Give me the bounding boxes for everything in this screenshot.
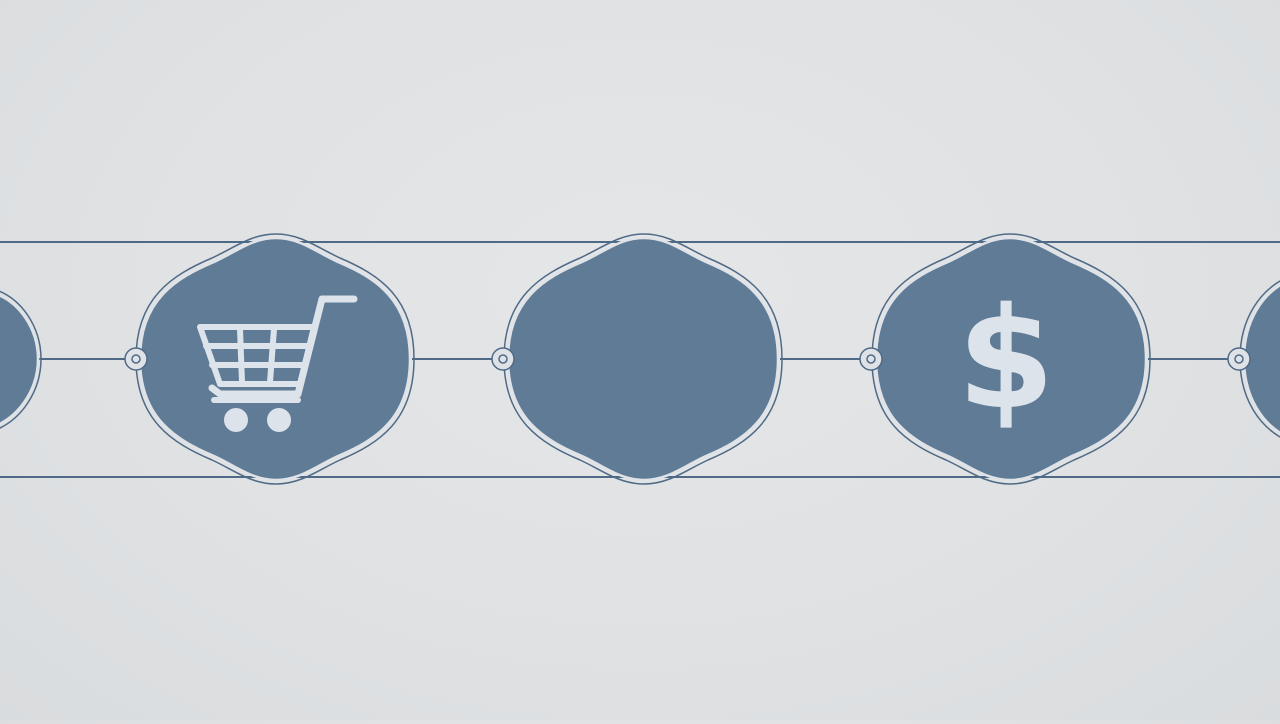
connector-dot <box>124 347 148 371</box>
connector-dots <box>124 347 1251 371</box>
dollar-sign-icon: $ <box>957 278 1054 441</box>
connector-dot <box>491 347 515 371</box>
connector-dot <box>859 347 883 371</box>
dollar-node: $ <box>871 233 1151 485</box>
shopping-cart-icon <box>197 295 358 403</box>
partial-node-left <box>0 290 42 429</box>
cart-wheel-left <box>224 408 248 432</box>
empty-node <box>503 233 783 485</box>
connector-dot <box>1227 347 1251 371</box>
cart-wheel-right <box>267 408 291 432</box>
cart-node <box>135 233 415 485</box>
